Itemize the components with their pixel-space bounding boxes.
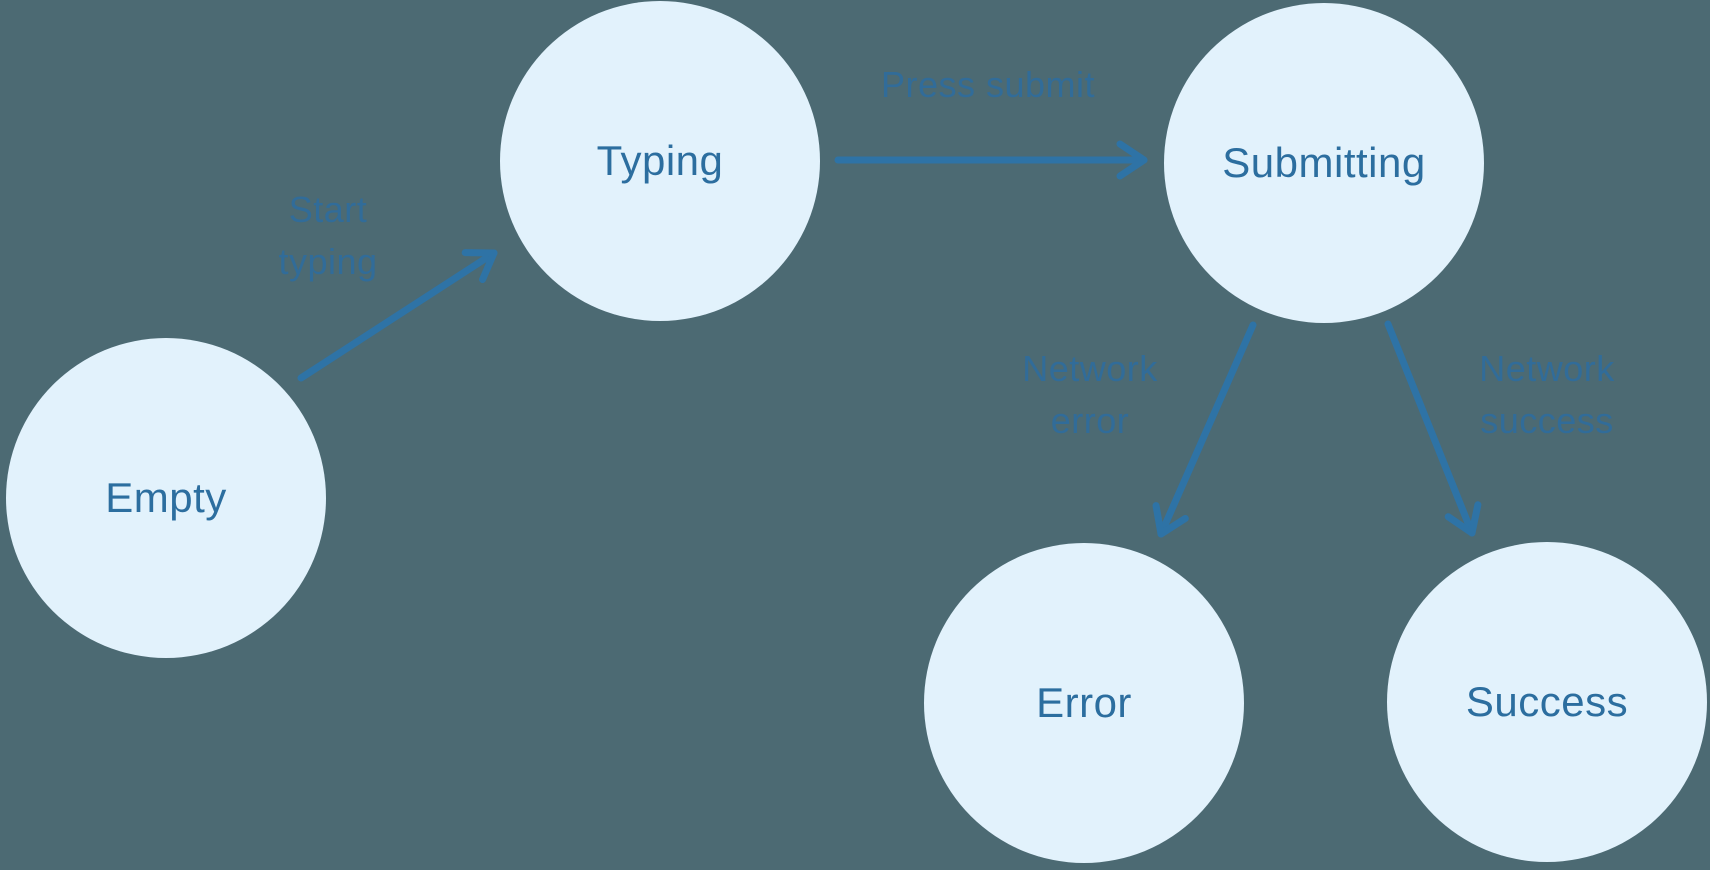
state-node-submitting: Submitting bbox=[1164, 3, 1484, 323]
edge-label-line: Start bbox=[288, 189, 368, 230]
state-node-success: Success bbox=[1387, 542, 1707, 862]
state-node-error: Error bbox=[924, 543, 1244, 863]
edge-label-line: Network bbox=[1022, 348, 1158, 389]
state-node-label: Typing bbox=[596, 137, 724, 184]
edge-label-line: typing bbox=[278, 241, 378, 282]
edge-arrow-network-error bbox=[1152, 321, 1257, 538]
edge-label-line: Press submit bbox=[880, 64, 1096, 105]
edge-label-line: success bbox=[1480, 400, 1614, 441]
state-node-typing: Typing bbox=[500, 1, 820, 321]
edge-label-line: Network bbox=[1479, 348, 1615, 389]
edge-label-line: error bbox=[1050, 400, 1130, 441]
edge-arrow-start-typing bbox=[297, 249, 498, 382]
edge-label-start-typing: Start typing bbox=[278, 184, 377, 288]
state-node-label: Submitting bbox=[1222, 139, 1426, 186]
state-node-empty: Empty bbox=[6, 338, 326, 658]
state-node-label: Error bbox=[1036, 679, 1132, 726]
state-node-label: Success bbox=[1465, 678, 1629, 725]
edge-label-network-success: Network success bbox=[1479, 343, 1615, 447]
edge-label-press-submit: Press submit bbox=[881, 59, 1095, 111]
edge-arrow-network-success bbox=[1384, 320, 1482, 537]
state-node-label: Empty bbox=[105, 474, 227, 521]
edge-label-network-error: Network error bbox=[1022, 343, 1158, 447]
